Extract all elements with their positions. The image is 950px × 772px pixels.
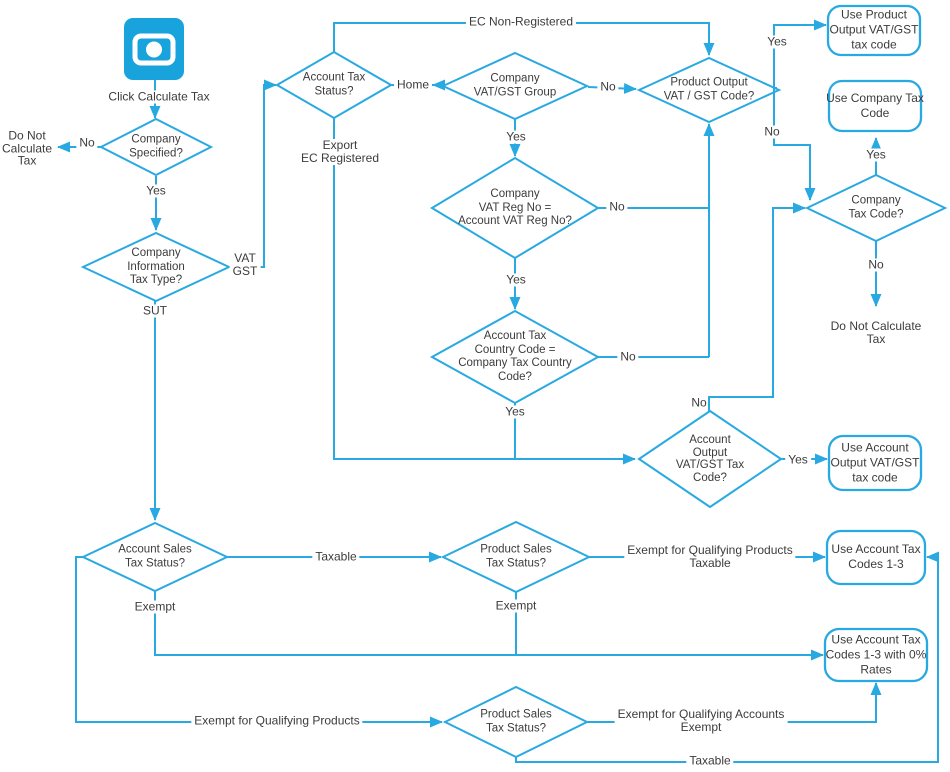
decision-product-sales-tax-status-2: Product Sales Tax Status? — [480, 708, 552, 735]
edge-label-home: Home — [393, 78, 433, 92]
edge-label-exempt-qualifying-products-taxable: Exempt for Qualifying Products Taxable — [624, 544, 796, 570]
edge-label-yes-group: Yes — [503, 130, 529, 144]
decision-company-info-tax-type: Company Information Tax Type? — [127, 246, 185, 286]
edge-label-exempt-qualifying-accounts-exempt: Exempt for Qualifying Accounts Exempt — [614, 708, 788, 734]
terminal-use-company-tax-code: Use Company Tax Code — [826, 91, 924, 120]
edge-label-sut: SUT — [140, 304, 170, 318]
terminal-do-not-calculate-right: Do Not Calculate Tax — [830, 319, 922, 346]
edge-label-vat-gst: VAT GST — [229, 252, 261, 278]
edge-label-yes-product-output: Yes — [764, 35, 790, 49]
edge-label-yes-company-specified: Yes — [143, 184, 169, 198]
edge-label-yes-account-output: Yes — [785, 453, 811, 467]
edge-label-yes-country: Yes — [502, 405, 528, 419]
edge-label-yes-vat-reg: Yes — [503, 273, 529, 287]
decision-product-output-code: Product Output VAT / GST Code? — [663, 76, 755, 103]
terminal-use-product-output: Use Product Output VAT/GST tax code — [829, 7, 919, 52]
decision-company-vat-gst-group-shape — [440, 51, 590, 121]
decision-account-sales-tax-status: Account Sales Tax Status? — [118, 543, 192, 570]
edge-label-no-group: No — [597, 80, 619, 94]
decision-account-output-code: Account Output VAT/GST Tax Code? — [675, 434, 745, 484]
terminal-use-account-tax-codes: Use Account Tax Codes 1-3 — [831, 542, 921, 571]
edge-label-no-account-output: No — [691, 395, 707, 410]
decision-product-sales-tax-status-1: Product Sales Tax Status? — [480, 543, 552, 570]
decision-company-tax-code: Company Tax Code? — [848, 194, 904, 221]
decision-company-vat-gst-group: Company VAT/GST Group — [473, 72, 557, 99]
decision-account-tax-country: Account Tax Country Code = Company Tax C… — [458, 330, 572, 383]
terminal-use-account-tax-codes-zero: Use Account Tax Codes 1-3 with 0% Rates — [825, 632, 927, 677]
terminal-use-account-output: Use Account Output VAT/GST tax code — [830, 440, 920, 485]
decision-company-tax-code-shape — [804, 173, 948, 243]
decision-product-output-code-shape — [636, 56, 782, 124]
edge-label-no-company-tax-code: No — [865, 258, 887, 272]
edge-label-exempt-product-sales-1: Exempt — [492, 599, 540, 613]
edge-label-no-product-output: No — [761, 125, 783, 139]
decision-company-specified: Company Specified? — [129, 133, 183, 160]
edge-label-ec-non-registered: EC Non-Registered — [465, 15, 577, 29]
edge-label-taxable-bottom: Taxable — [686, 754, 734, 768]
icon-caption: Click Calculate Tax — [105, 90, 213, 104]
terminal-use-product-output-shape — [826, 4, 922, 57]
edge-label-exempt-account-sales: Exempt — [131, 600, 179, 614]
terminal-use-account-tax-codes-shape — [825, 529, 927, 586]
edge-label-no-vat-reg: No — [606, 200, 628, 214]
edge-label-exempt-qualifying-products-bottom: Exempt for Qualifying Products — [191, 714, 363, 728]
edge-label-yes-company-tax-code: Yes — [863, 148, 889, 162]
terminal-do-not-calculate-left: Do Not Calculate Tax — [1, 128, 53, 168]
terminal-use-account-tax-codes-zero-shape — [823, 627, 929, 683]
edge-label-no-country: No — [617, 350, 639, 364]
decision-company-specified-shape — [98, 117, 214, 177]
decision-company-vat-reg: Company VAT Reg No = Account VAT Reg No? — [458, 187, 572, 227]
decision-account-tax-status: Account Tax Status? — [302, 71, 366, 98]
terminal-use-account-output-shape — [827, 434, 923, 492]
calculate-tax-icon — [124, 18, 184, 80]
edge-label-taxable-account-sales: Taxable — [312, 550, 360, 564]
edge-label-no-company-specified: No — [76, 136, 98, 150]
edge-label-export-ec-registered: Export EC Registered — [297, 139, 383, 165]
decision-shapes — [80, 50, 948, 759]
terminal-use-company-tax-code-shape — [827, 79, 923, 133]
terminal-shapes — [823, 4, 929, 683]
